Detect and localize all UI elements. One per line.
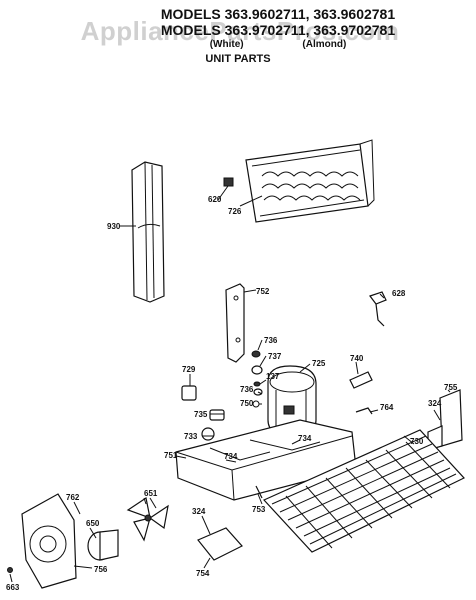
label-651: 651 — [144, 489, 158, 498]
part-736-737-grommets — [251, 350, 263, 396]
part-764-clip — [355, 407, 373, 415]
part-733-cover — [201, 427, 215, 441]
section-title: UNIT PARTS — [205, 53, 271, 65]
label-734-right: 734 — [298, 434, 312, 443]
label-324-top: 324 — [428, 399, 442, 408]
part-930-channel — [131, 161, 165, 303]
part-663-screw — [7, 567, 13, 573]
label-324-bottom: 324 — [192, 507, 206, 516]
part-762-shroud — [21, 493, 77, 589]
models-line-1: MODELS 363.9602711, 363.9602781 — [160, 6, 396, 22]
leader-lines — [9, 185, 451, 583]
label-735: 735 — [194, 410, 208, 419]
part-730-condenser — [262, 429, 465, 553]
color-variants: (White) (Almond) — [40, 39, 476, 50]
label-733: 733 — [184, 432, 198, 441]
label-753: 753 — [252, 505, 266, 514]
label-736-top: 736 — [264, 336, 278, 345]
label-137: 137 — [266, 372, 280, 381]
part-754-bracket — [197, 527, 243, 561]
almond-label: (Almond) — [302, 39, 347, 50]
label-751: 751 — [164, 451, 178, 460]
label-755: 755 — [444, 383, 458, 392]
label-663: 663 — [6, 583, 20, 592]
label-650: 650 — [86, 519, 100, 528]
label-740: 740 — [350, 354, 364, 363]
label-620: 620 — [208, 195, 222, 204]
part-650-fan-motor — [87, 529, 119, 561]
label-752: 752 — [256, 287, 270, 296]
label-750: 750 — [240, 399, 254, 408]
label-730: 730 — [410, 437, 424, 446]
part-726-evaporator — [245, 139, 375, 223]
part-651-fan-blade — [126, 497, 169, 542]
part-735-overload — [209, 409, 225, 421]
label-756: 756 — [94, 565, 108, 574]
part-740-bracket — [349, 371, 373, 389]
label-628: 628 — [392, 289, 406, 298]
label-726: 726 — [228, 207, 242, 216]
label-754: 754 — [196, 569, 210, 578]
label-930: 930 — [107, 222, 121, 231]
label-734-left: 734 — [224, 452, 238, 461]
label-762: 762 — [66, 493, 80, 502]
label-764: 764 — [380, 403, 394, 412]
models-line-2: MODELS 363.9702711, 363.9702781 — [160, 22, 396, 38]
label-737: 737 — [268, 352, 282, 361]
part-753-bolt — [255, 485, 263, 499]
label-736-bottom: 736 — [240, 385, 254, 394]
part-628-connector — [369, 291, 387, 327]
part-750-washer — [252, 400, 260, 408]
part-729-relay — [181, 385, 197, 401]
label-725: 725 — [312, 359, 326, 368]
label-729: 729 — [182, 365, 196, 374]
white-label: (White) — [209, 39, 244, 50]
part-620-clip — [223, 177, 234, 187]
part-752-bracket — [225, 283, 245, 363]
